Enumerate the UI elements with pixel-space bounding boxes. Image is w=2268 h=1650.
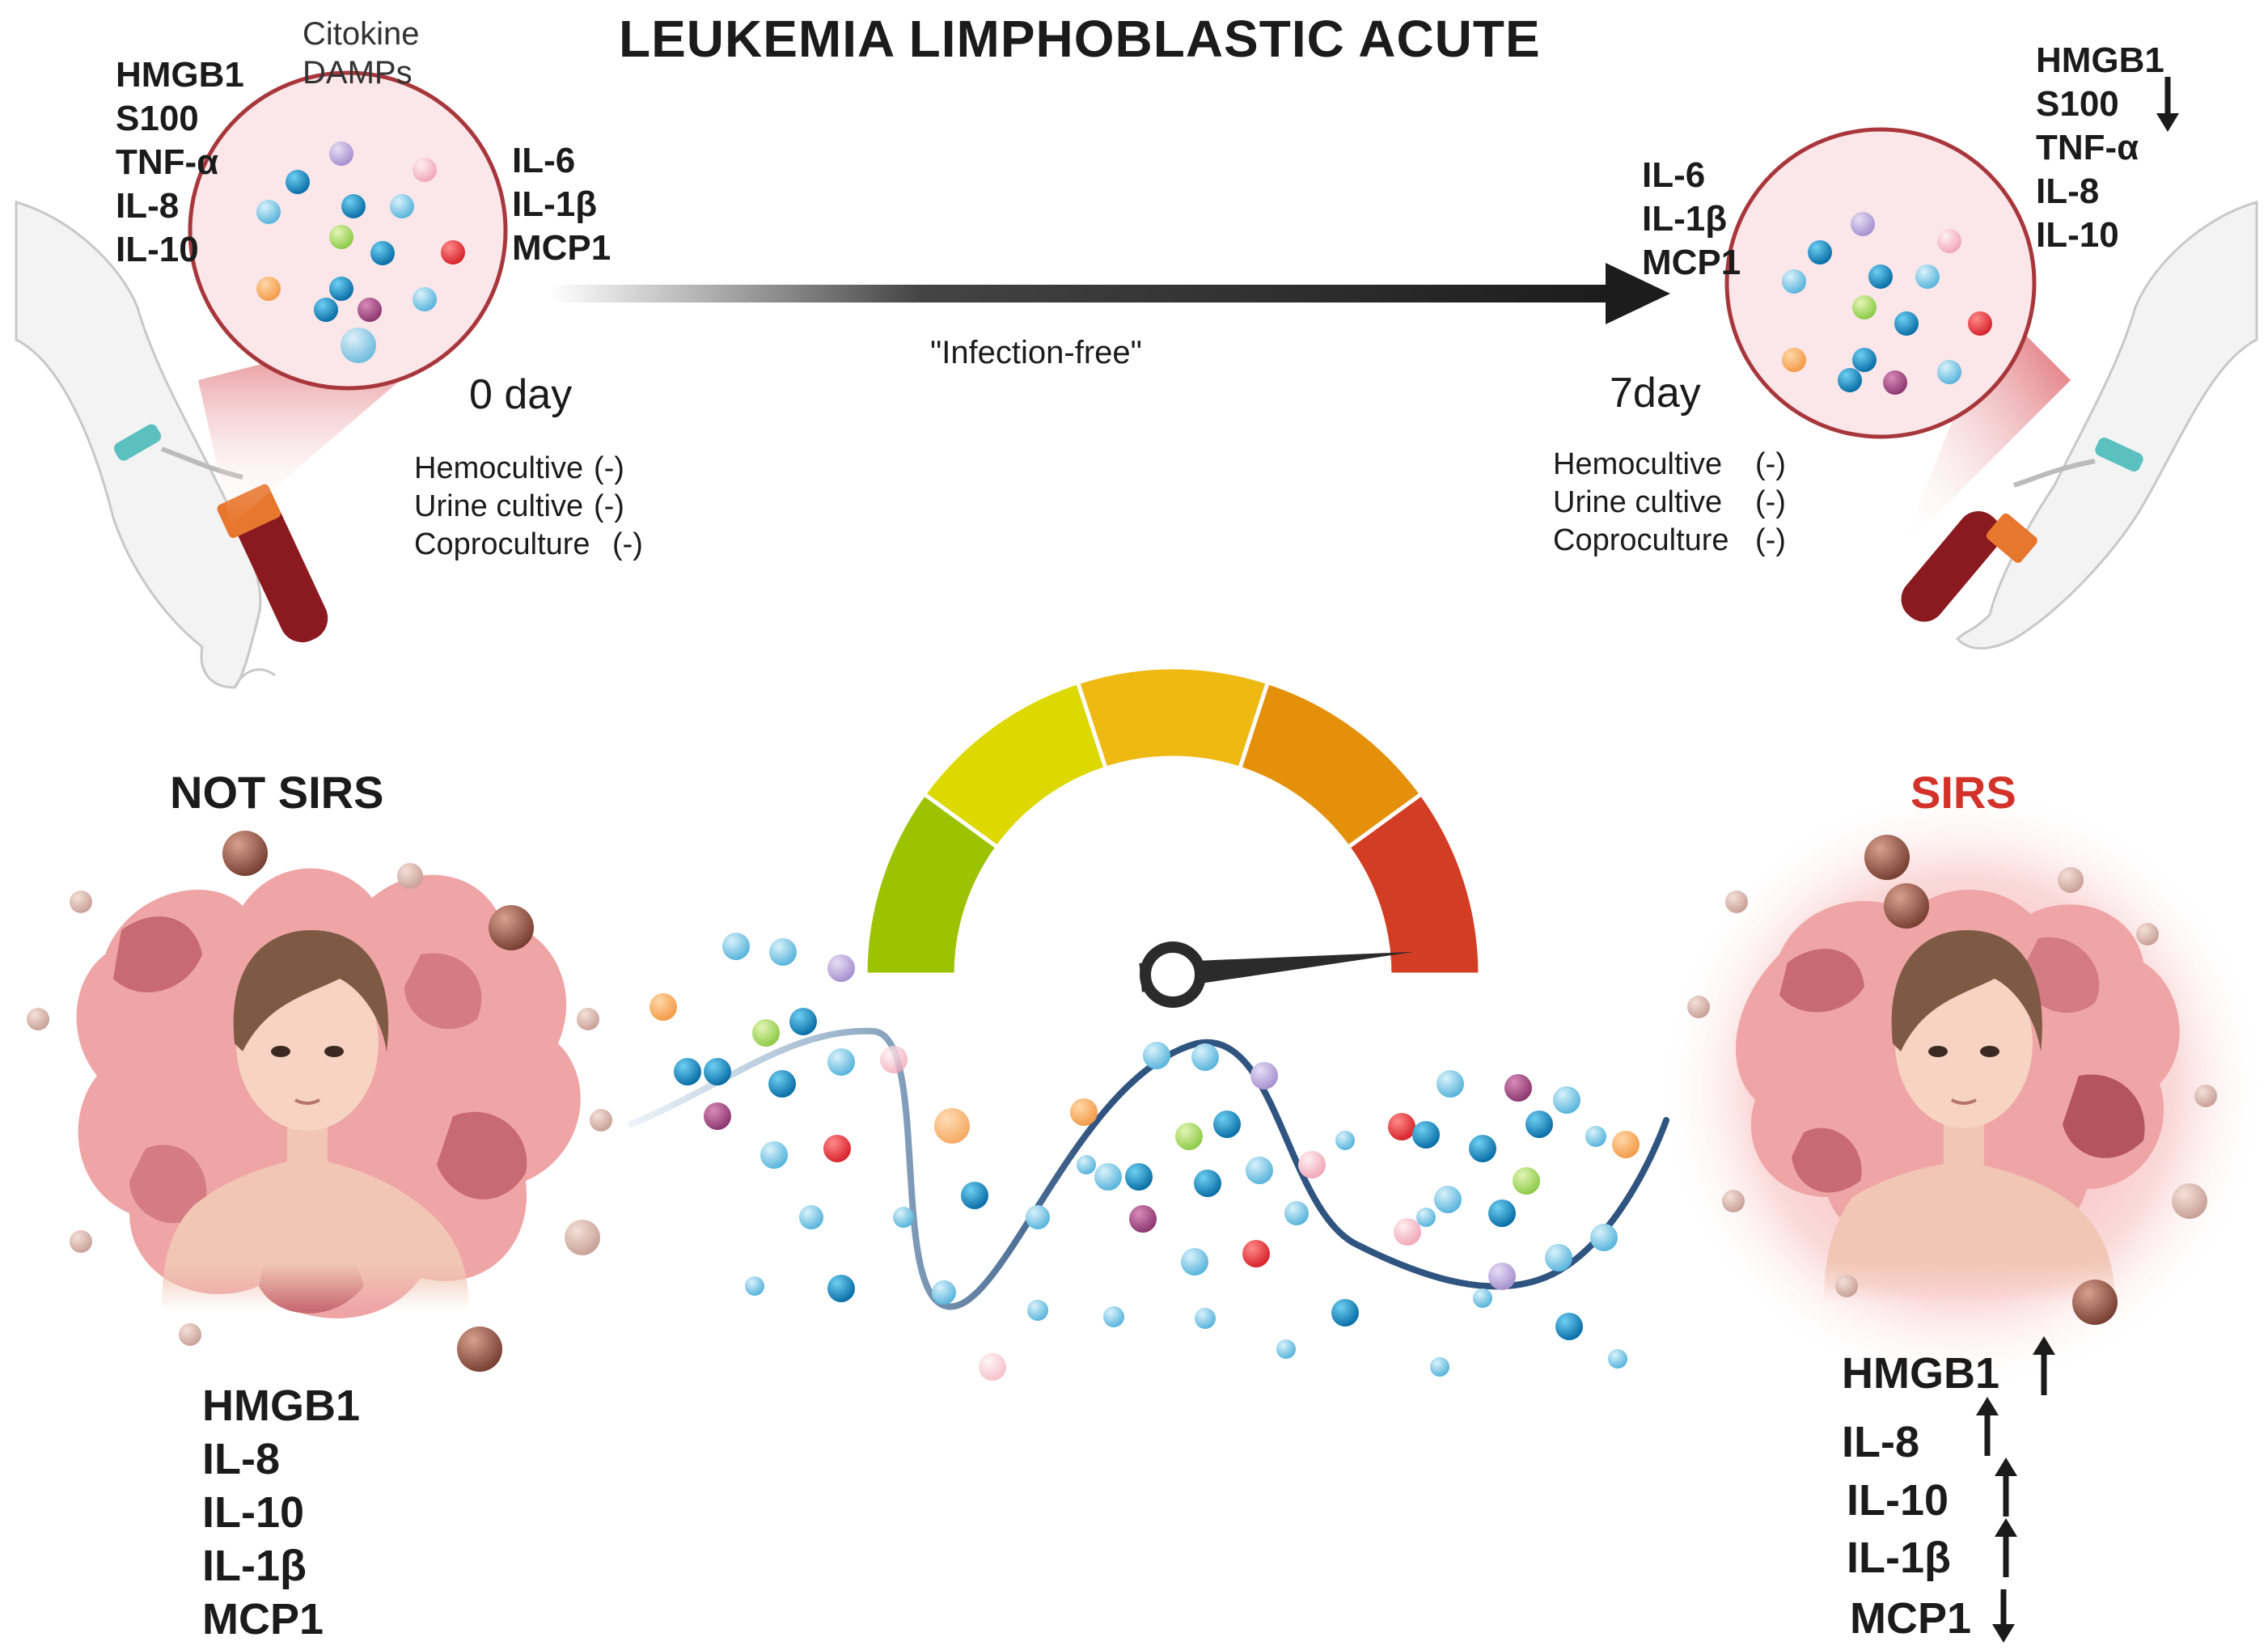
hmgb1-up-arrow: [2033, 1336, 2055, 1395]
not-sirs-label: NOT SIRS: [170, 767, 384, 818]
mcp1-down-arrow: [1992, 1589, 2015, 1643]
il10-up-arrow: [1995, 1458, 2017, 1517]
marker: IL-6: [512, 141, 576, 180]
infection-free-label: "Infection-free": [930, 335, 1142, 370]
sirs-floating-cells: [1687, 835, 2217, 1325]
gauge-hub: [1140, 941, 1206, 1008]
wave-cells: [650, 933, 1640, 1381]
marker: IL-8: [202, 1435, 281, 1483]
left-header-line-2: DAMPs: [303, 55, 413, 91]
culture-row: Coproculture (-): [1553, 522, 1786, 560]
right-markers-left: IL-6 IL-1β MCP1: [1642, 154, 1741, 285]
right-markers-down-arrow: [2156, 77, 2179, 132]
marker: IL-10: [202, 1488, 305, 1537]
sirs-marker-hmgb1: HMGB1: [1842, 1349, 2000, 1398]
inflammation-wave-curve: [628, 1027, 1669, 1310]
culture-result: (-): [1755, 523, 1786, 557]
il8-up-arrow: [1976, 1397, 1999, 1456]
sirs-marker-mcp1: MCP1: [1850, 1594, 1972, 1643]
marker: MCP1: [1642, 243, 1741, 282]
right-day-label: 7day: [1610, 370, 1701, 417]
not-sirs-patient: [76, 868, 581, 1318]
left-day-label: 0 day: [469, 371, 573, 418]
culture-row: Urine cultive (-): [414, 488, 643, 526]
not-sirs-floating-cells: [27, 831, 612, 1372]
culture-result: (-): [1755, 485, 1786, 519]
right-vessel-cells: [1782, 212, 1992, 395]
left-markers-left: HMGB1 S100 TNF-α IL-8 IL-10: [116, 53, 244, 272]
marker: TNF-α: [116, 142, 219, 182]
left-header-line-1: Citokine: [303, 16, 420, 52]
culture-result: (-): [612, 527, 643, 561]
marker: IL-8: [2036, 171, 2100, 211]
culture-name: Hemocultive: [414, 451, 584, 485]
sirs-marker-il10: IL-10: [1847, 1476, 1949, 1525]
marker: TNF-α: [2036, 128, 2139, 167]
left-markers-right: IL-6 IL-1β MCP1: [512, 139, 611, 270]
culture-row: Hemocultive (-): [414, 450, 643, 488]
sirs-patient: [1736, 890, 2180, 1302]
culture-result: (-): [594, 489, 624, 523]
marker: IL-1β: [202, 1542, 307, 1590]
right-arm-illustration: [1901, 201, 2258, 650]
diagram-title: LEUKEMIA LIMPHOBLASTIC ACUTE: [619, 10, 1541, 68]
gauge-segment-3: [1075, 665, 1271, 772]
left-vessel-cells: [256, 142, 465, 363]
right-cultures: Hemocultive (-) Urine cultive (-) Coprocul…: [1553, 446, 1786, 560]
culture-name: Urine cultive: [1553, 485, 1723, 519]
left-cultures: Hemocultive (-) Urine cultive (-) Coprocul…: [414, 450, 643, 564]
not-sirs-markers: HMGB1 IL-8 IL-10 IL-1β MCP1: [202, 1379, 360, 1646]
culture-row: Coproculture (-): [414, 526, 643, 564]
culture-row: Hemocultive (-): [1553, 446, 1786, 484]
right-zoom-cone: [1901, 307, 2071, 550]
marker: IL-6: [1642, 155, 1706, 195]
marker: HMGB1: [2036, 40, 2164, 80]
marker: IL-1β: [1642, 199, 1728, 239]
culture-result: (-): [1755, 447, 1786, 481]
marker: S100: [116, 99, 199, 138]
left-header: Citokine DAMPs: [303, 15, 420, 92]
infection-free-arrow: [550, 263, 1670, 324]
il1b-up-arrow: [1995, 1518, 2017, 1577]
left-arm-illustration: [15, 201, 328, 689]
marker: HMGB1: [202, 1381, 361, 1430]
marker: HMGB1: [116, 55, 244, 95]
culture-row: Urine cultive (-): [1553, 484, 1786, 522]
sirs-trend-arrows: [1976, 1336, 2055, 1643]
culture-name: Urine cultive: [414, 489, 584, 523]
culture-name: Hemocultive: [1553, 447, 1723, 481]
marker: S100: [2036, 84, 2119, 124]
sirs-marker-il8: IL-8: [1842, 1418, 1920, 1466]
marker: IL-1β: [512, 184, 598, 224]
marker: IL-8: [116, 186, 180, 226]
marker: MCP1: [202, 1595, 324, 1644]
right-markers-right: HMGB1 S100 TNF-α IL-8 IL-10: [2036, 39, 2164, 257]
gauge-needle: [1139, 951, 1415, 992]
culture-name: Coproculture: [414, 527, 590, 561]
sirs-severity-gauge: [863, 665, 1483, 1008]
sirs-marker-il1b: IL-1β: [1847, 1534, 1951, 1582]
gauge-segment-5: [1345, 791, 1483, 977]
marker: IL-10: [2036, 215, 2119, 255]
marker: MCP1: [512, 228, 611, 268]
culture-name: Coproculture: [1553, 523, 1729, 557]
marker: IL-10: [116, 230, 199, 269]
sirs-label: SIRS: [1910, 767, 2016, 818]
culture-result: (-): [594, 451, 624, 485]
